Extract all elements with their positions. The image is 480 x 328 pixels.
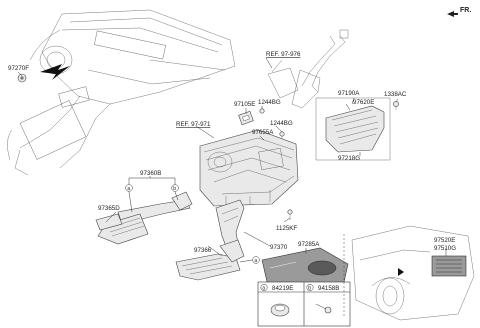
label-ref-97976: REF. 97-976: [266, 51, 301, 58]
label-97360b: 97360B: [140, 170, 161, 177]
parts-legend-box: a 84219E b 94158B: [257, 281, 351, 327]
dashboard-illustration: [7, 9, 236, 176]
97285a-cover-panel: [261, 247, 349, 293]
circle-ref-b-1: b: [171, 184, 179, 192]
label-97620e: 97620E: [353, 99, 374, 106]
97105e-seal: [238, 110, 254, 126]
1244bg-clip-a: [259, 108, 265, 114]
label-97285a: 97285A: [298, 241, 320, 248]
svg-text:a: a: [254, 258, 257, 264]
ref-97976-duct-assembly: [267, 29, 349, 109]
legend-a-part-number: 84219E: [272, 285, 293, 292]
fr-arrow-icon: [447, 11, 458, 17]
hvac-main-unit: [199, 129, 299, 207]
label-97510g: 97510G: [434, 245, 456, 252]
97510g-ecu-module: [431, 255, 467, 277]
84219e-grommet: [270, 303, 290, 317]
front-direction-indicator: FR.: [447, 7, 471, 17]
97360b-rear-duct: [97, 191, 193, 245]
label-97520e: 97520E: [434, 237, 455, 244]
label-1244bg-a: 1244BG: [258, 99, 281, 106]
fr-label: FR.: [460, 7, 471, 14]
label-97655a: 97655A: [252, 129, 274, 136]
label-97270f: 97270F: [8, 65, 29, 72]
circle-ref-a-2: a: [252, 256, 260, 264]
leader-lines: [17, 57, 447, 263]
97190a-group-frame: [315, 97, 391, 161]
label-97370: 97370: [270, 244, 288, 251]
label-97190a: 97190A: [338, 90, 360, 97]
circle-ref-a-1: a: [125, 184, 133, 192]
97190a-filter-housing: [325, 105, 385, 153]
svg-text:b: b: [173, 186, 176, 192]
label-1338ac: 1338AC: [384, 91, 407, 98]
legend-b-circle-label: b: [308, 286, 311, 292]
label-1244bg-b: 1244BG: [270, 120, 293, 127]
label-97365d: 97365D: [98, 205, 120, 212]
94158b-clip: [315, 303, 332, 314]
label-97366: 97366: [194, 247, 212, 254]
legend-a-circle-label: a: [262, 286, 265, 292]
car-rear-inset: [351, 225, 475, 321]
label-ref-97971: REF. 97-971: [176, 121, 211, 128]
1338ac-screw: [393, 101, 399, 110]
label-97218g: 97218G: [338, 155, 360, 162]
label-1125kf: 1125KF: [276, 225, 297, 232]
97366-floor-duct: [175, 239, 245, 281]
legend-b-part-number: 94158B: [318, 285, 339, 292]
97365d-duct-extension: [95, 213, 123, 231]
svg-text:a: a: [127, 186, 130, 192]
label-97105e: 97105E: [234, 101, 255, 108]
1125kf-bolt: [287, 209, 293, 220]
